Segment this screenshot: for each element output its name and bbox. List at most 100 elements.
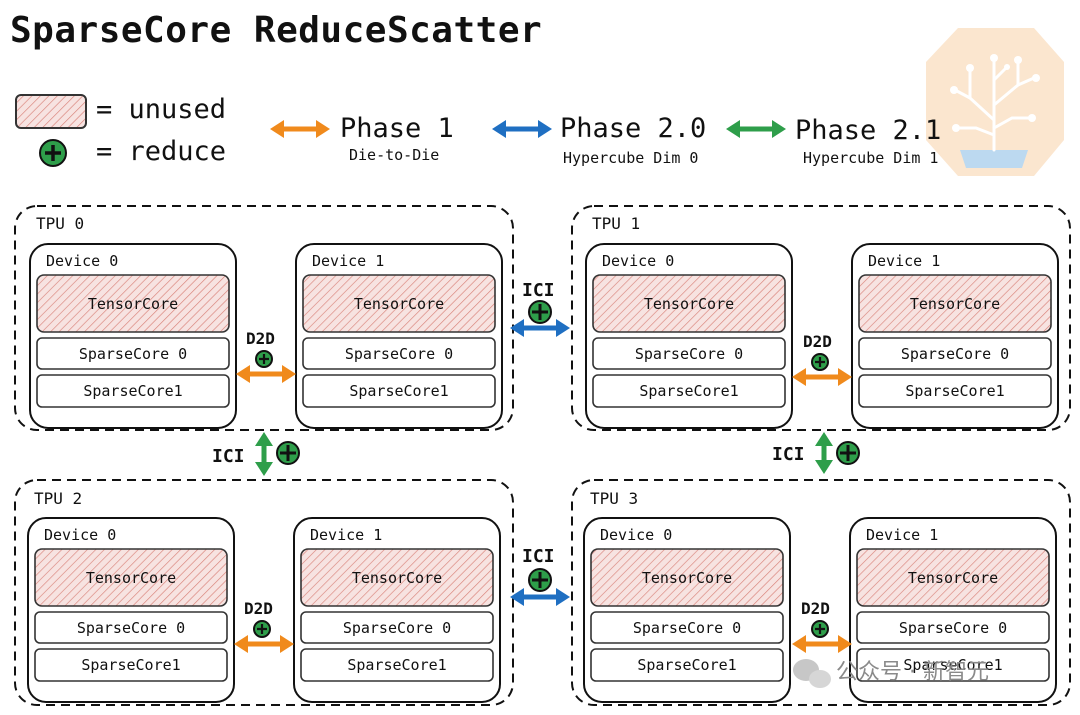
reduce-icon-ici-top [528,300,552,324]
tpu1-device0-sparsecore0-box [592,337,786,370]
reduce-icon-d2d-tpu2 [253,620,271,638]
reduce-icon-ici-bottom [528,568,552,592]
tpu3-device1-sparsecore0-box [856,611,1050,644]
tpu0-device0-sparsecore1-box [36,374,230,408]
tpu0-device1-tensorcore-box [302,274,496,333]
tpu3-device0-tensorcore-box [590,548,784,607]
tpu2-device1-tensorcore-box [300,548,494,607]
tpu2-device0-sparsecore1-label: SparseCore1 [81,656,181,674]
tpu0-label: TPU 0 [36,214,85,233]
tpu3-device0-sparsecore1-label: SparseCore1 [637,656,737,674]
tpu1-container [571,205,1071,431]
ici-arrow-left [255,432,273,476]
phase1-arrow [270,120,330,138]
tpu2-device0-tensorcore-box [34,548,228,607]
tpu3-device0-label: Device 0 [600,526,673,544]
tpu0-container [14,205,514,431]
tpu1-device0-label: Device 0 [602,252,675,270]
tpu3-device1-tensorcore-box [856,548,1050,607]
diagram-title: SparseCore ReduceScatter [10,10,543,51]
ici-label-right: ICI [772,444,805,465]
tpu1-device1-sparsecore1-label: SparseCore1 [905,382,1005,400]
tpu3-device0-sparsecore0-box [590,611,784,644]
lightbulb-tree-icon [926,28,1064,176]
tpu2-device0-sparsecore0-box [34,611,228,644]
tpu2-device0-sparsecore0-label: SparseCore 0 [76,618,186,637]
tpu0-device0-sparsecore0-label: SparseCore 0 [78,344,188,363]
tpu1-device1-sparsecore0-label: SparseCore 0 [900,344,1010,363]
tpu2-device1-sparsecore0-label: SparseCore 0 [342,618,452,637]
ici-arrow-top [510,319,570,337]
phase2-0-title: Phase 2.0 [560,113,707,144]
d2d-arrow-tpu3 [792,635,852,653]
tpu3-device0-tensorcore-label: TensorCore [641,568,733,587]
tpu1-device0-tensorcore-label: TensorCore [643,294,735,313]
ici-label-bottom: ICI [522,546,555,567]
legend-unused-label: = unused [96,94,227,125]
tpu0-device1-sparsecore0-box [302,337,496,370]
tpu1-device1-sparsecore1-box [858,374,1052,408]
tpu2-device0-sparsecore1-box [34,648,228,682]
tpu1-device1-tensorcore-box [858,274,1052,333]
tpu3-device0-sparsecore0-label: SparseCore 0 [632,618,742,637]
d2d-arrow-tpu2 [234,635,294,653]
phase2-0-subtitle: Hypercube Dim 0 [563,149,699,167]
d2d-arrow-tpu1 [792,368,852,386]
tpu0-device0-tensorcore-box [36,274,230,333]
tpu2-container [14,479,514,706]
d2d-arrow-tpu0 [236,365,296,383]
reduce-icon-ici-right [836,441,860,465]
tpu2-device0-tensorcore-label: TensorCore [85,568,177,587]
tpu1-device0-sparsecore0-label: SparseCore 0 [634,344,744,363]
legend-reduce-label: = reduce [96,136,227,167]
tpu2-label: TPU 2 [34,489,83,508]
tpu3-device1-sparsecore1-box [856,648,1050,682]
tpu0-device1-sparsecore1-label: SparseCore1 [349,382,449,400]
tpu1-device0-sparsecore1-label: SparseCore1 [639,382,739,400]
reduce-icon-ici-left [276,441,300,465]
ici-label-left: ICI [212,446,245,467]
phase2-0-arrow [492,120,552,138]
reduce-icon-d2d-tpu3 [811,620,829,638]
reduce-icon-d2d-tpu0 [255,350,273,368]
tpu3-label: TPU 3 [590,489,639,508]
tpu1-label: TPU 1 [592,214,641,233]
tpu1-device0-sparsecore1-box [592,374,786,408]
devices-layer [27,243,1059,703]
wechat-icon [793,659,831,688]
tpu0-device1-sparsecore0-label: SparseCore 0 [344,344,454,363]
ici-arrow-right [815,432,833,474]
tpu0-device0-tensorcore-label: TensorCore [87,294,179,313]
ici-label-top: ICI [522,280,555,301]
tpu0-device0-label: Device 0 [46,252,119,270]
tpu0-device1-label: Device 1 [312,252,385,270]
tpu2-device1-label: Device 1 [310,526,383,544]
tpu2-device1-sparsecore1-label: SparseCore1 [347,656,447,674]
phase1-subtitle: Die-to-Die [349,146,440,164]
reduce-icon-d2d-tpu1 [811,353,829,371]
tpu1-device1-sparsecore0-box [858,337,1052,370]
d2d-label-tpu2: D2D [244,599,273,618]
tpu3-container [571,479,1071,706]
tpu0-device1-tensorcore-label: TensorCore [353,294,445,313]
tpu1-device1-tensorcore-label: TensorCore [909,294,1001,313]
tpu0-device1-sparsecore1-box [302,374,496,408]
d2d-label-tpu0: D2D [246,329,275,348]
unused-swatch [15,94,87,129]
reduce-legend-icon [39,139,67,167]
watermark-text: 公众号 · 新智元 [836,660,989,685]
d2d-label-tpu1: D2D [803,332,832,351]
phase2-1-title: Phase 2.1 [795,115,942,146]
tpu2-device1-sparsecore1-box [300,648,494,682]
tpu2-device1-sparsecore0-box [300,611,494,644]
tpu3-device1-sparsecore1-label: SparseCore1 [903,656,1003,674]
tpu3-device1-label: Device 1 [866,526,939,544]
tpu3-device1-tensorcore-label: TensorCore [907,568,999,587]
reduce-icons-layer [253,300,860,638]
tpu1-device1-label: Device 1 [868,252,941,270]
tpu0-device0-sparsecore0-box [36,337,230,370]
phase2-1-arrow [726,120,786,138]
tpu0-device0-sparsecore1-label: SparseCore1 [83,382,183,400]
